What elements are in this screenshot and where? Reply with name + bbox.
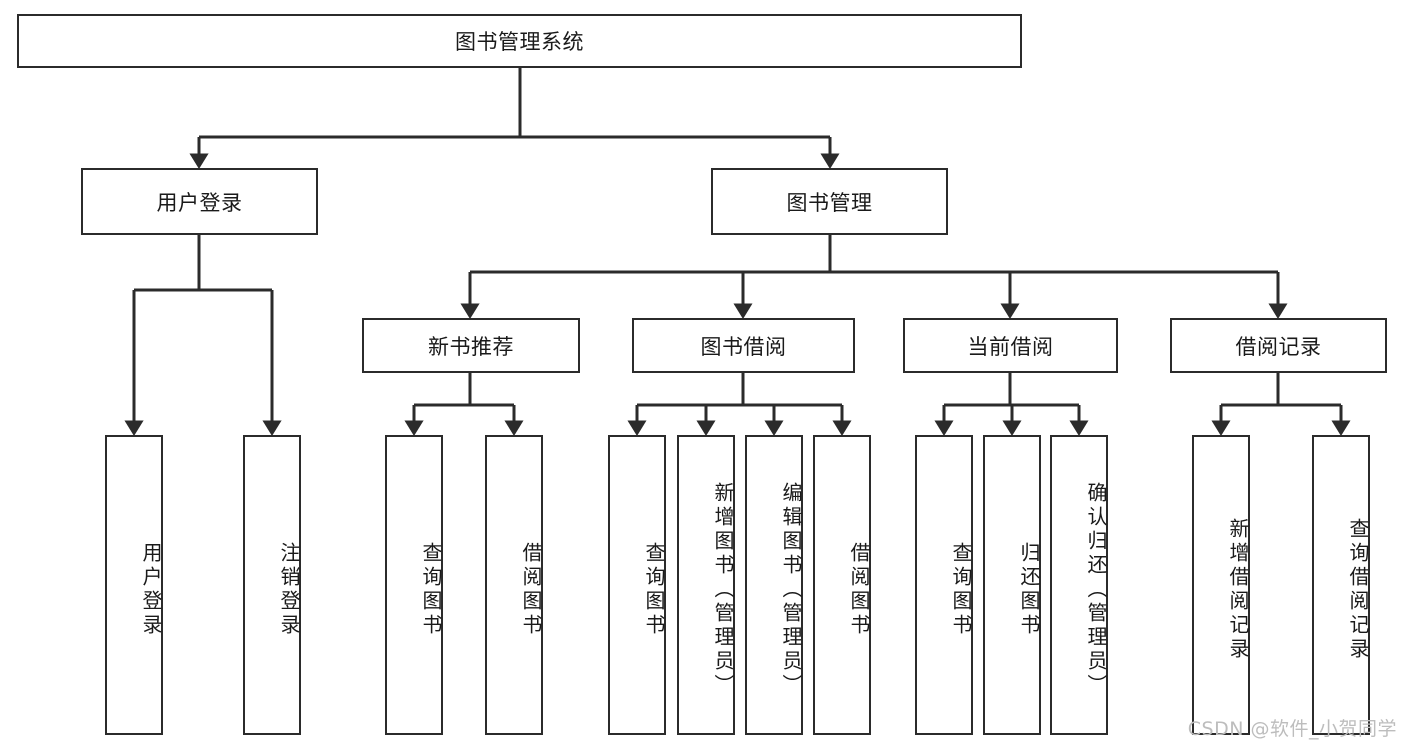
node-label: 借阅记录: [1235, 334, 1322, 359]
node-label: 新增图书（管理员）: [711, 482, 735, 698]
node-current-borrow[interactable]: 当前借阅: [903, 318, 1118, 373]
node-label: 用户登录: [139, 542, 163, 638]
leaf-logout[interactable]: 注销登录: [243, 435, 301, 735]
leaf-query-book-borrow[interactable]: 查询图书: [608, 435, 666, 735]
node-label: 借阅图书: [519, 542, 543, 638]
node-label: 图书管理: [786, 190, 873, 215]
leaf-add-borrow-record[interactable]: 新增借阅记录: [1192, 435, 1250, 735]
node-root[interactable]: 图书管理系统: [17, 14, 1022, 68]
leaf-user-login[interactable]: 用户登录: [105, 435, 163, 735]
node-new-book-recommend[interactable]: 新书推荐: [362, 318, 580, 373]
leaf-confirm-return-admin[interactable]: 确认归还（管理员）: [1050, 435, 1108, 735]
leaf-borrow-book-recommend[interactable]: 借阅图书: [485, 435, 543, 735]
node-label: 新增借阅记录: [1226, 518, 1250, 662]
node-label: 确认归还（管理员）: [1084, 482, 1108, 698]
leaf-edit-book-admin[interactable]: 编辑图书（管理员）: [745, 435, 803, 735]
node-label: 新书推荐: [428, 334, 514, 359]
node-label: 图书借阅: [700, 334, 787, 359]
node-label: 归还图书: [1017, 542, 1041, 638]
leaf-add-book-admin[interactable]: 新增图书（管理员）: [677, 435, 735, 735]
node-label: 注销登录: [277, 542, 301, 638]
node-label: 用户登录: [156, 190, 243, 215]
node-book-borrow[interactable]: 图书借阅: [632, 318, 855, 373]
node-label: 查询图书: [949, 542, 973, 638]
node-book-management[interactable]: 图书管理: [711, 168, 948, 235]
node-label: 借阅图书: [847, 542, 871, 638]
node-user-login[interactable]: 用户登录: [81, 168, 318, 235]
node-label: 查询图书: [419, 542, 443, 638]
node-label: 当前借阅: [967, 334, 1054, 359]
leaf-return-book[interactable]: 归还图书: [983, 435, 1041, 735]
leaf-borrow-book[interactable]: 借阅图书: [813, 435, 871, 735]
leaf-query-book-recommend[interactable]: 查询图书: [385, 435, 443, 735]
watermark-text: CSDN @软件_小贺同学: [1187, 718, 1397, 740]
node-label: 图书管理系统: [455, 30, 584, 54]
node-label: 查询借阅记录: [1346, 518, 1370, 662]
node-label: 查询图书: [642, 542, 666, 638]
leaf-query-borrow-record[interactable]: 查询借阅记录: [1312, 435, 1370, 735]
node-borrow-record[interactable]: 借阅记录: [1170, 318, 1387, 373]
node-label: 编辑图书（管理员）: [779, 482, 803, 698]
leaf-query-book-current[interactable]: 查询图书: [915, 435, 973, 735]
